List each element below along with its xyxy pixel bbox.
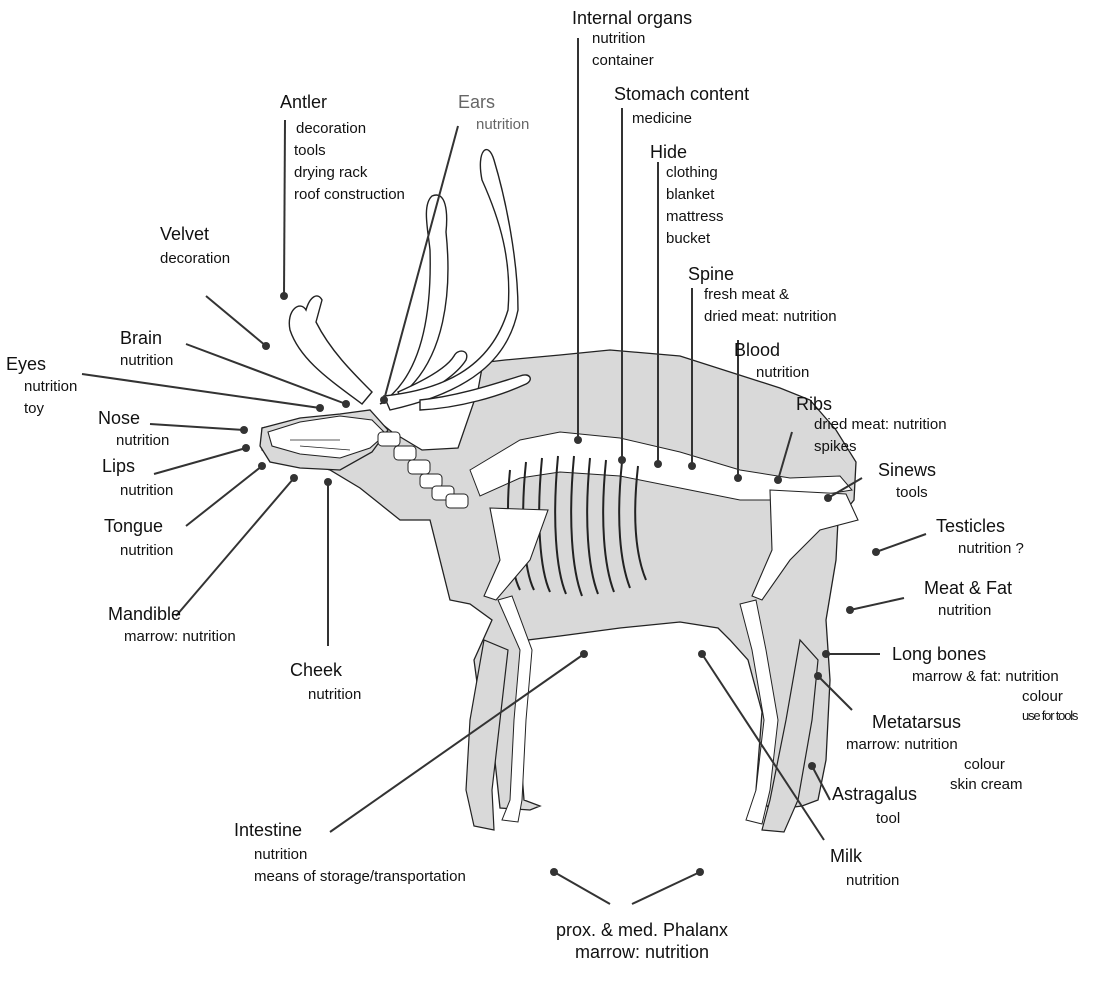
label-tongue: Tongue nutrition xyxy=(104,516,173,560)
label-title: Ears xyxy=(458,92,529,114)
label-use: colour xyxy=(892,688,1077,706)
label-use: drying rack xyxy=(280,164,405,182)
label-title: Astragalus xyxy=(832,784,917,806)
label-antler: Antler decoration tools drying rack roof… xyxy=(280,92,405,204)
label-use: nutrition xyxy=(290,686,361,704)
label-use: nutrition ? xyxy=(936,540,1024,558)
label-title: Stomach content xyxy=(614,84,749,106)
label-title: Testicles xyxy=(936,516,1024,538)
label-title: Brain xyxy=(120,328,173,350)
label-mandible: Mandible marrow: nutrition xyxy=(108,604,236,646)
label-sinews: Sinews tools xyxy=(878,460,936,502)
label-metatarsus: Metatarsus marrow: nutrition colour skin… xyxy=(872,712,1023,794)
label-title: Long bones xyxy=(892,644,1077,666)
label-internal-organs: Internal organs nutrition container xyxy=(572,8,692,70)
label-use: means of storage/transportation xyxy=(234,868,466,886)
label-use: roof construction xyxy=(280,186,405,204)
label-title: Eyes xyxy=(6,354,77,376)
label-use: nutrition xyxy=(234,846,466,864)
label-title: Velvet xyxy=(160,224,230,246)
label-title: Milk xyxy=(830,846,899,868)
label-testicles: Testicles nutrition ? xyxy=(936,516,1024,558)
label-ears: Ears nutrition xyxy=(458,92,529,134)
label-use: tools xyxy=(280,142,405,160)
label-title: prox. & med. Phalanx xyxy=(552,920,732,942)
label-use: marrow & fat: nutrition xyxy=(892,668,1077,686)
label-use: marrow: nutrition xyxy=(846,736,1023,754)
label-use: spikes xyxy=(796,438,947,456)
label-use: clothing xyxy=(650,164,724,182)
label-spine: Spine fresh meat & dried meat: nutrition xyxy=(688,264,837,326)
label-title: Hide xyxy=(650,142,724,164)
label-title: Blood xyxy=(734,340,809,362)
label-intestine: Intestine nutrition means of storage/tra… xyxy=(234,820,466,886)
label-use: nutrition xyxy=(830,872,899,890)
label-use: nutrition xyxy=(924,602,1012,620)
label-use: mattress xyxy=(650,208,724,226)
label-nose: Nose nutrition xyxy=(98,408,169,450)
label-lips: Lips nutrition xyxy=(102,456,173,500)
label-title: Sinews xyxy=(878,460,936,482)
label-use: bucket xyxy=(650,230,724,248)
label-brain: Brain nutrition xyxy=(120,328,173,370)
label-title: Lips xyxy=(102,456,173,478)
label-title: Nose xyxy=(98,408,169,430)
label-use: nutrition xyxy=(102,482,173,500)
label-use: marrow: nutrition xyxy=(552,942,732,964)
label-use: colour xyxy=(872,756,1023,774)
label-title: Antler xyxy=(280,92,405,114)
label-use: marrow: nutrition xyxy=(108,628,236,646)
label-title: Mandible xyxy=(108,604,236,626)
label-hide: Hide clothing blanket mattress bucket xyxy=(650,142,724,248)
label-use: decoration xyxy=(160,250,230,268)
label-use: medicine xyxy=(614,110,749,128)
label-phalanx: prox. & med. Phalanx marrow: nutrition xyxy=(552,920,732,963)
label-use: decoration xyxy=(280,120,405,138)
label-astragalus: Astragalus tool xyxy=(832,784,917,828)
label-title: Spine xyxy=(688,264,837,286)
label-title: Intestine xyxy=(234,820,466,842)
label-eyes: Eyes nutrition toy xyxy=(6,354,77,418)
label-use: nutrition xyxy=(572,30,692,48)
label-title: Internal organs xyxy=(572,8,692,30)
label-use: toy xyxy=(6,400,77,418)
label-title: Meat & Fat xyxy=(924,578,1012,600)
label-use: blanket xyxy=(650,186,724,204)
label-title: Metatarsus xyxy=(872,712,1023,734)
label-use: tools xyxy=(878,484,936,502)
label-title: Tongue xyxy=(104,516,173,538)
label-title: Ribs xyxy=(796,394,947,416)
label-cheek: Cheek nutrition xyxy=(290,660,361,704)
label-milk: Milk nutrition xyxy=(830,846,899,890)
label-use: nutrition xyxy=(120,352,173,370)
label-stomach-content: Stomach content medicine xyxy=(614,84,749,128)
label-title: Cheek xyxy=(290,660,361,682)
label-use: nutrition xyxy=(104,542,173,560)
label-use: fresh meat & xyxy=(688,286,837,304)
label-use: dried meat: nutrition xyxy=(688,308,837,326)
label-blood: Blood nutrition xyxy=(734,340,809,382)
label-use: dried meat: nutrition xyxy=(796,416,947,434)
label-use: tool xyxy=(832,810,917,828)
label-use: nutrition xyxy=(458,116,529,134)
label-ribs: Ribs dried meat: nutrition spikes xyxy=(796,394,947,456)
label-velvet: Velvet decoration xyxy=(160,224,230,268)
label-use: nutrition xyxy=(98,432,169,450)
label-use: nutrition xyxy=(734,364,809,382)
label-use: container xyxy=(572,52,692,70)
label-use: nutrition xyxy=(6,378,77,396)
label-meat-fat: Meat & Fat nutrition xyxy=(924,578,1012,620)
